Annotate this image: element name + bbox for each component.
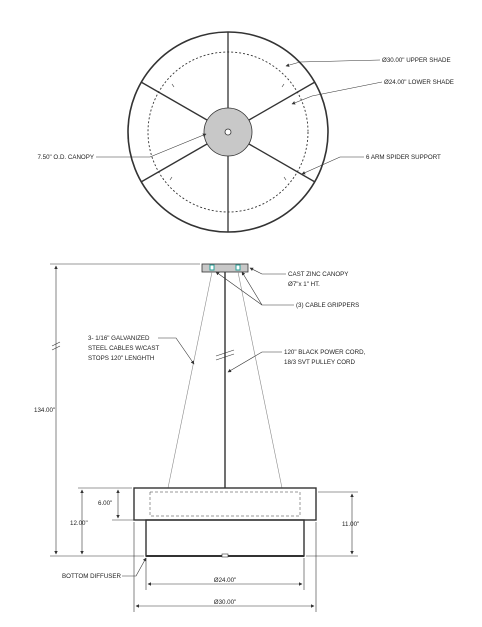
diffuser-leader	[122, 557, 147, 577]
top-view-leaders	[96, 59, 383, 175]
cord-label-2: 18/3 SVT PULLEY CORD	[284, 359, 355, 366]
cables-label-1: 3- 1/16" GALVANIZED	[88, 335, 150, 342]
canopy-size-label: Ø7"x 1" HT.	[288, 281, 320, 288]
cord-break-marks	[215, 349, 235, 361]
dimension-lines	[50, 263, 358, 612]
grippers-leader-1	[241, 271, 294, 306]
lower-shade-label: Ø24.00" LOWER SHADE	[384, 79, 454, 86]
cables-label-3: STOPS 120" LENGHTH	[88, 355, 154, 362]
lower-shade-leader	[291, 81, 383, 105]
bottom-diffuser-label: BOTTOM DIFFUSER	[62, 573, 122, 580]
spider-leader	[301, 156, 364, 175]
upper-diameter-label: Ø30.00"	[214, 599, 237, 606]
top-view	[127, 31, 329, 233]
spider-support-label: 6 ARM SPIDER SUPPORT	[366, 154, 441, 161]
overall-height-label: 134.00"	[34, 407, 55, 414]
total-height-left-label: 12.00"	[70, 520, 88, 527]
upper-shade-inner	[149, 491, 301, 517]
spider-tick-marks	[169, 60, 287, 206]
cables-leader	[158, 337, 195, 365]
grippers-leader-2	[215, 271, 263, 306]
total-height-right-label: 11.00"	[342, 521, 359, 528]
upper-shade-label: Ø30.00" UPPER SHADE	[382, 57, 451, 64]
cord-label-1: 120" BLACK POWER CORD,	[284, 349, 366, 356]
canopy-center-hole	[224, 128, 232, 136]
cable-grippers	[209, 264, 241, 271]
shade-height-label: 6.00"	[98, 500, 112, 507]
canopy-name-label: CAST ZINC CANOPY	[288, 271, 348, 278]
lower-shade-elevation	[145, 519, 305, 557]
canopy-od-label: 7.50" O.D. CANOPY	[37, 154, 94, 161]
cables-label-2: STEEL CABLES W/CAST	[88, 345, 160, 352]
canopy-elevation	[201, 263, 249, 273]
upper-shade-elevation	[133, 487, 317, 521]
canopy-name-leader	[249, 267, 286, 275]
lower-diameter-label: Ø24.00"	[214, 577, 237, 584]
canopy-leader	[96, 133, 207, 158]
elevation-leaders	[122, 267, 294, 577]
grippers-label: (3) CABLE GRIPPERS	[296, 302, 359, 309]
support-cables	[167, 271, 283, 489]
spider-arms	[140, 32, 316, 232]
cord-leader	[227, 351, 282, 373]
diffuser-clip	[221, 553, 229, 558]
upper-shade-leader	[285, 59, 381, 67]
elevation	[133, 263, 317, 558]
